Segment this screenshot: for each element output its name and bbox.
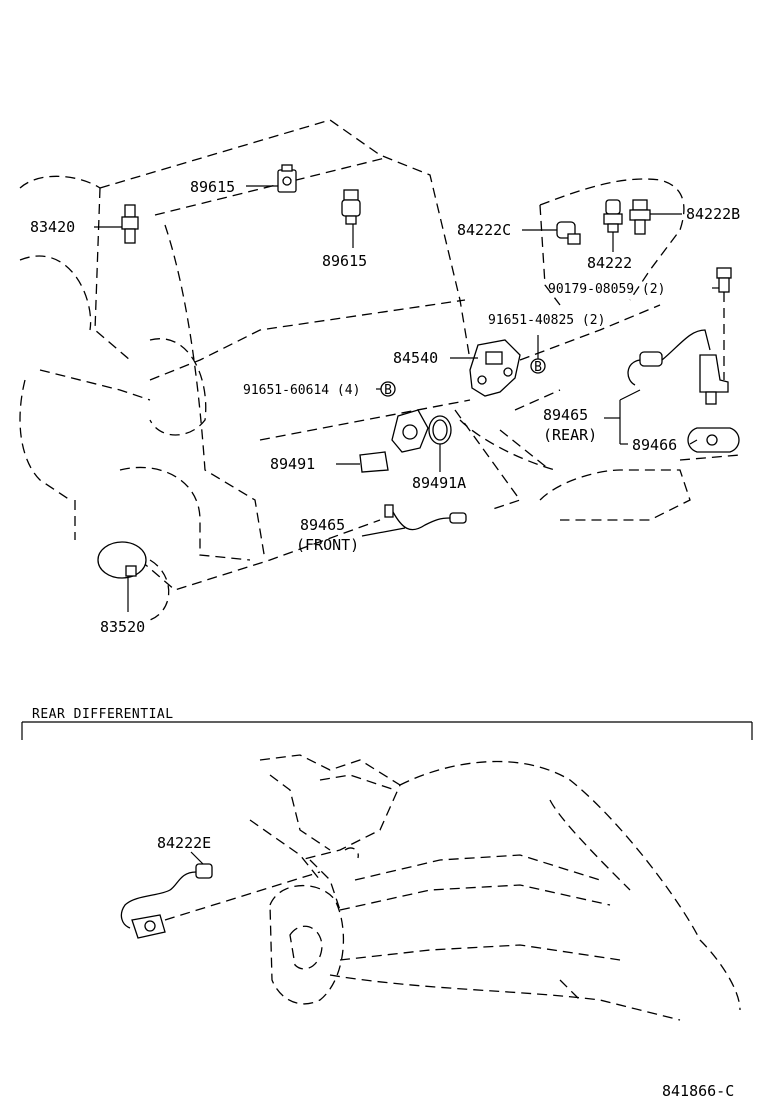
label-84540: 84540 — [393, 349, 438, 367]
part-83420-shape — [121, 204, 139, 244]
label-83420: 83420 — [30, 218, 75, 236]
part-84222-shape — [603, 199, 623, 233]
label-89491A: 89491A — [412, 474, 466, 492]
label-84222: 84222 — [587, 254, 632, 272]
diagram-code: 841866-C — [662, 1082, 734, 1100]
label-89466: 89466 — [632, 436, 677, 454]
svg-text:B: B — [384, 383, 392, 398]
bolt-marker-b-2: B — [380, 381, 396, 398]
label-91651-40825: 91651-40825 (2) — [488, 313, 605, 328]
part-84222B-shape — [629, 199, 651, 235]
label-84222C: 84222C — [457, 221, 511, 239]
label-83520: 83520 — [100, 618, 145, 636]
label-89615-top: 89615 — [190, 178, 235, 196]
label-rear-note: (REAR) — [543, 426, 597, 444]
section-title-rear-differential: REAR DIFFERENTIAL — [32, 707, 174, 722]
part-84222E-shape — [120, 863, 213, 939]
part-89491A-shape — [428, 415, 452, 445]
part-89466-shape — [687, 427, 740, 453]
part-89491-shape — [359, 409, 429, 473]
part-89465-rear-shape — [627, 329, 729, 405]
bolt-marker-b-1: B — [530, 358, 546, 375]
part-83520-shape — [97, 541, 147, 579]
label-90179: 90179-08059 (2) — [548, 282, 665, 297]
rear-differential-frame — [21, 721, 753, 740]
label-89615-mid: 89615 — [322, 252, 367, 270]
label-84222B: 84222B — [686, 205, 740, 223]
label-89465-front: 89465 — [300, 516, 345, 534]
part-84222C-shape — [556, 221, 581, 245]
label-front-note: (FRONT) — [296, 536, 359, 554]
engine-block-outline — [19, 119, 741, 621]
label-89465-rear: 89465 — [543, 406, 588, 424]
label-84222E: 84222E — [157, 834, 211, 852]
label-91651-60614: 91651-60614 (4) — [243, 383, 360, 398]
label-89491: 89491 — [270, 455, 315, 473]
part-89465-front-shape — [384, 504, 467, 531]
svg-text:B: B — [534, 360, 542, 375]
rear-differential-outline — [249, 754, 741, 1021]
part-90179-shape — [716, 267, 732, 293]
part-89615-top-shape — [277, 164, 297, 193]
part-84540-shape — [469, 339, 521, 397]
part-89615-mid-shape — [341, 189, 361, 225]
rear-callout-bracket — [604, 389, 641, 445]
